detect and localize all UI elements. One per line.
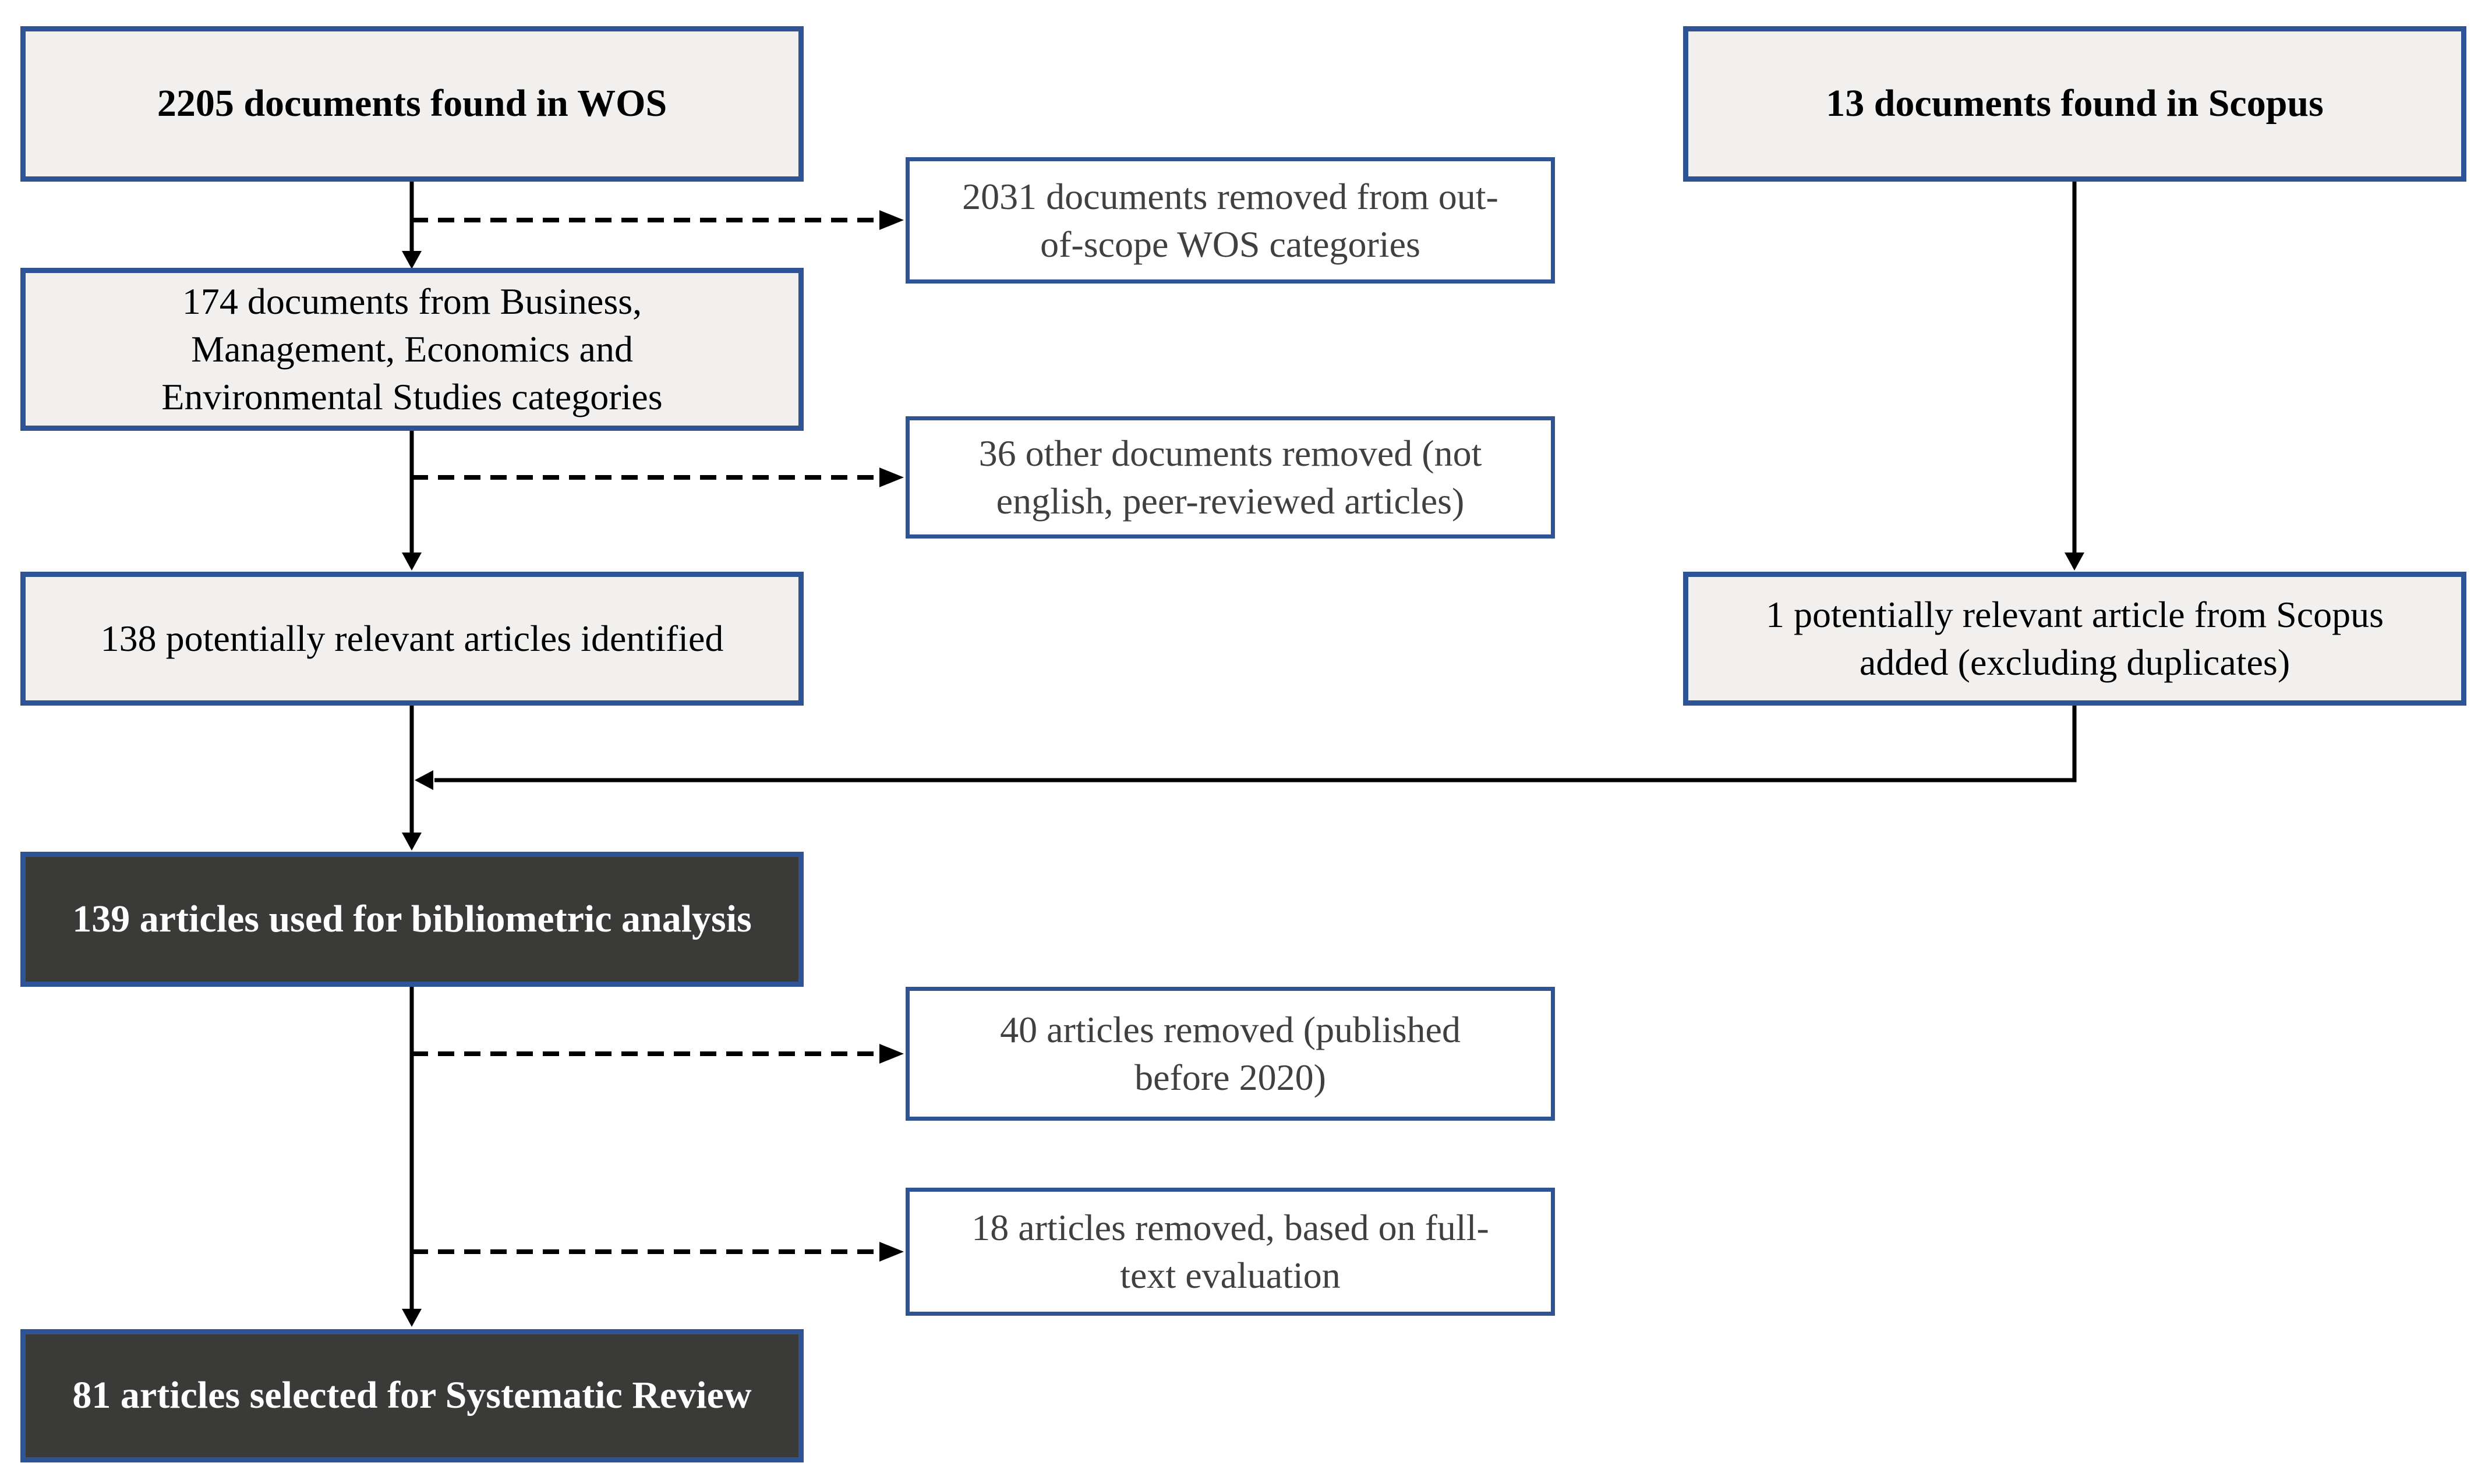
node-systematic-review: 81 articles selected for Systematic Revi… [20, 1329, 804, 1462]
node-removed-before-2020-label: 40 articles removed (published before 20… [1000, 1009, 1461, 1098]
node-removed-before-2020: 40 articles removed (published before 20… [906, 987, 1555, 1121]
node-systematic-review-label: 81 articles selected for Systematic Revi… [72, 1374, 752, 1417]
dashed-arrow-removed-2020 [412, 1044, 904, 1064]
node-scopus-found: 13 documents found in Scopus [1683, 26, 2466, 182]
arrow-categories-to-relevant [402, 431, 422, 571]
node-relevant-identified: 138 potentially relevant articles identi… [20, 572, 804, 706]
node-scopus-added: 1 potentially relevant article from Scop… [1683, 572, 2466, 706]
node-wos-categories-label: 174 documents from Business, Management,… [161, 281, 663, 417]
node-relevant-identified-label: 138 potentially relevant articles identi… [100, 618, 724, 660]
node-wos-removed: 2031 documents removed from out- of-scop… [906, 157, 1555, 284]
dashed-arrow-removed-fulltext [412, 1242, 904, 1262]
node-wos-found: 2205 documents found in WOS [20, 26, 804, 182]
arrow-bibliometric-to-systematic [402, 987, 422, 1327]
arrow-scopus-to-added [2065, 182, 2084, 571]
arrow-relevant-to-bibliometric [402, 706, 422, 851]
node-wos-removed-label: 2031 documents removed from out- of-scop… [962, 175, 1498, 265]
node-other-removed: 36 other documents removed (not english,… [906, 416, 1555, 539]
node-bibliometric: 139 articles used for bibliometric analy… [20, 852, 804, 987]
node-other-removed-label: 36 other documents removed (not english,… [978, 433, 1482, 522]
arrow-wos-to-categories [402, 182, 422, 269]
node-scopus-found-label: 13 documents found in Scopus [1826, 82, 2324, 125]
node-removed-fulltext-label: 18 articles removed, based on full- text… [971, 1207, 1489, 1296]
arrow-scopus-added-merge [415, 706, 2077, 790]
node-wos-found-label: 2205 documents found in WOS [157, 82, 667, 125]
node-wos-categories: 174 documents from Business, Management,… [20, 268, 804, 431]
dashed-arrow-other-removed [412, 467, 904, 487]
dashed-arrow-out-of-scope [412, 210, 904, 230]
node-removed-fulltext: 18 articles removed, based on full- text… [906, 1188, 1555, 1316]
node-bibliometric-label: 139 articles used for bibliometric analy… [72, 897, 752, 940]
node-scopus-added-label: 1 potentially relevant article from Scop… [1766, 594, 2384, 683]
